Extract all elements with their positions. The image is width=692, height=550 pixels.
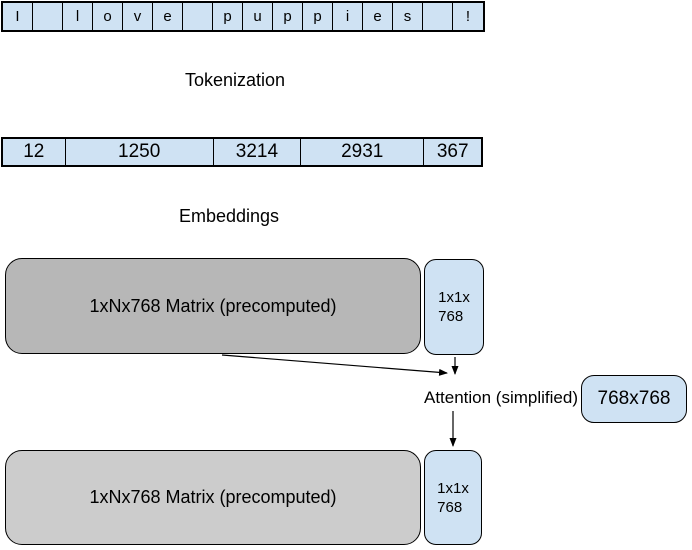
char-cell — [183, 3, 213, 30]
character-row: I l o v e p u p p i e s ! — [1, 1, 485, 32]
output-vector-line1: 1x1x — [437, 479, 469, 497]
output-vector-line2: 768 — [437, 498, 463, 516]
char-cell: p — [273, 3, 303, 30]
tokenization-label: Tokenization — [184, 70, 286, 90]
token-cell: 367 — [436, 141, 469, 162]
char-cell — [423, 3, 453, 30]
char-cell: ! — [465, 8, 471, 25]
char-cell — [33, 3, 63, 30]
embedding-matrix-label: 1xNx768 Matrix (precomputed) — [89, 295, 337, 316]
attention-weights-label: 768x768 — [597, 388, 671, 409]
char-cell: u — [243, 3, 273, 30]
output-matrix-label: 1xNx768 Matrix (precomputed) — [89, 487, 337, 507]
arrow-matrix-to-attention — [221, 354, 448, 376]
embeddings-label: Embeddings — [178, 206, 280, 226]
char-cell: p — [213, 3, 243, 30]
attention-weights-box: 768x768 — [581, 375, 687, 423]
token-cell: 12 — [3, 139, 66, 165]
output-vector-box: 1x1x 768 — [424, 450, 482, 545]
char-cell: p — [303, 3, 333, 30]
token-cell: 3214 — [214, 139, 302, 165]
char-cell: l — [63, 3, 93, 30]
embedding-vector-box: 1x1x 768 — [424, 259, 484, 355]
output-matrix-box: 1xNx768 Matrix (precomputed) — [5, 450, 421, 545]
embedding-vector-line1: 1x1x — [438, 289, 470, 306]
token-cell: 2931 — [301, 139, 425, 165]
char-cell: e — [363, 3, 393, 30]
token-row: 12 1250 3214 2931 367 — [1, 137, 483, 167]
char-cell: I — [3, 3, 33, 30]
attention-label: Attention (simplified) — [423, 388, 578, 407]
embedding-vector-line2: 768 — [438, 308, 464, 325]
char-cell: e — [153, 3, 183, 30]
char-cell: o — [93, 3, 123, 30]
char-cell: i — [333, 3, 363, 30]
embedding-matrix-box: 1xNx768 Matrix (precomputed) — [5, 258, 421, 354]
char-cell: v — [123, 3, 153, 30]
char-cell: s — [393, 3, 423, 30]
token-cell: 1250 — [66, 139, 214, 165]
